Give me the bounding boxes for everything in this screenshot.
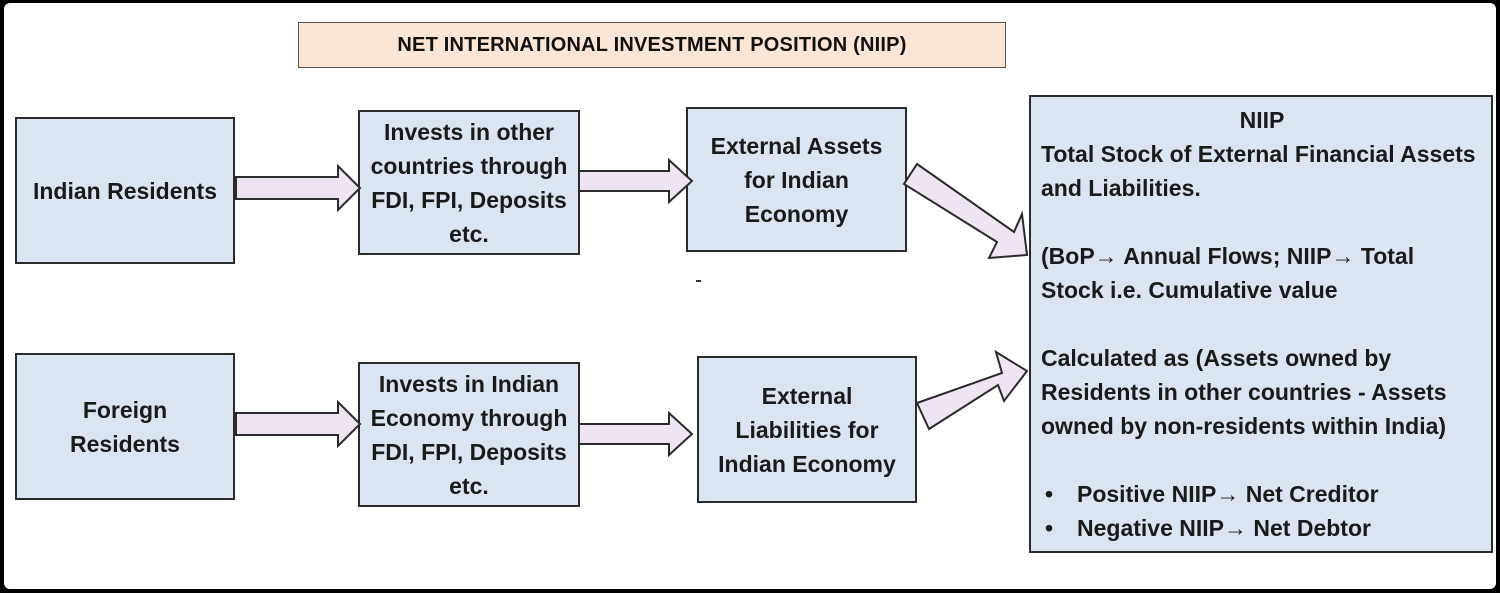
- arrow-residents-to-invests-bottom: [235, 399, 362, 449]
- diagram-title: NET INTERNATIONAL INVESTMENT POSITION (N…: [298, 22, 1006, 68]
- arrow-invests-to-assets: [578, 157, 694, 205]
- arrow-assets-to-niip: [902, 162, 1029, 260]
- niip-comparison: (BoP→ Annual Flows; NIIP→ Total Stock i.…: [1041, 243, 1415, 303]
- arrow-liabilities-to-niip: [915, 349, 1029, 431]
- niip-bullet-list: Positive NIIP→ Net Creditor Negative NII…: [1041, 477, 1483, 545]
- foreign-residents-box: Foreign Residents: [15, 353, 235, 500]
- niip-summary-box: NIIP Total Stock of External Financial A…: [1029, 95, 1493, 553]
- niip-calculation: Calculated as (Assets owned by Residents…: [1041, 345, 1447, 439]
- indian-residents-box: Indian Residents: [15, 117, 235, 264]
- niip-definition: Total Stock of External Financial Assets…: [1041, 141, 1476, 201]
- diagram-canvas: NET INTERNATIONAL INVESTMENT POSITION (N…: [4, 3, 1496, 589]
- external-assets-box: External Assets for Indian Economy: [686, 107, 907, 252]
- bullet-positive-niip: Positive NIIP→ Net Creditor: [1041, 477, 1483, 511]
- arrow-invests-to-liabilities: [578, 410, 694, 458]
- external-liabilities-box: External Liabilities for Indian Economy: [697, 356, 917, 503]
- arrow-residents-to-invests-top: [235, 163, 362, 213]
- niip-heading: NIIP: [1239, 107, 1285, 133]
- invests-abroad-box: Invests in other countries through FDI, …: [358, 110, 580, 255]
- stray-mark: [696, 280, 701, 282]
- arrow-layer: [235, 157, 1029, 458]
- invests-india-box: Invests in Indian Economy through FDI, F…: [358, 362, 580, 507]
- bullet-negative-niip: Negative NIIP→ Net Debtor: [1041, 511, 1483, 545]
